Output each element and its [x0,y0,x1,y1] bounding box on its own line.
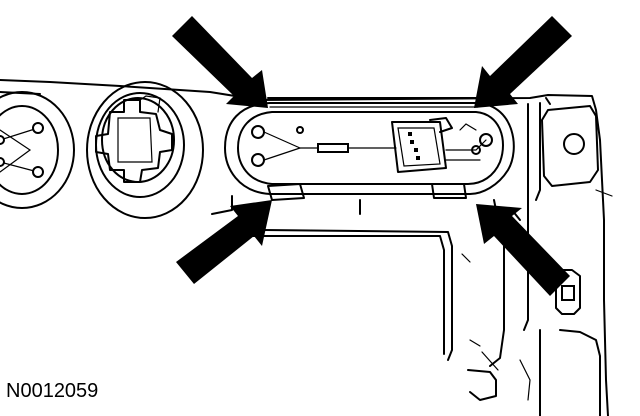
mounting-boss [541,105,599,187]
lower-right-retaining-tab [431,183,467,199]
lower-left-retaining-tab [267,183,305,201]
left-socket [0,91,75,209]
mounting-hole [563,133,585,155]
callout-arrows [172,16,572,296]
left-contact-top [251,125,265,139]
cross-key-socket [86,81,204,219]
connector-block [391,121,447,173]
arrow-lower-left [176,200,272,284]
arrow-upper-right [474,16,572,108]
figure-reference-id: N0012059 [6,380,99,402]
arrow-upper-left [172,16,268,108]
arrow-lower-right [476,204,570,296]
left-contact-bottom [251,153,265,167]
capsule-holder [224,97,515,201]
bulb-filament [317,143,349,153]
housing-interior [211,103,613,416]
